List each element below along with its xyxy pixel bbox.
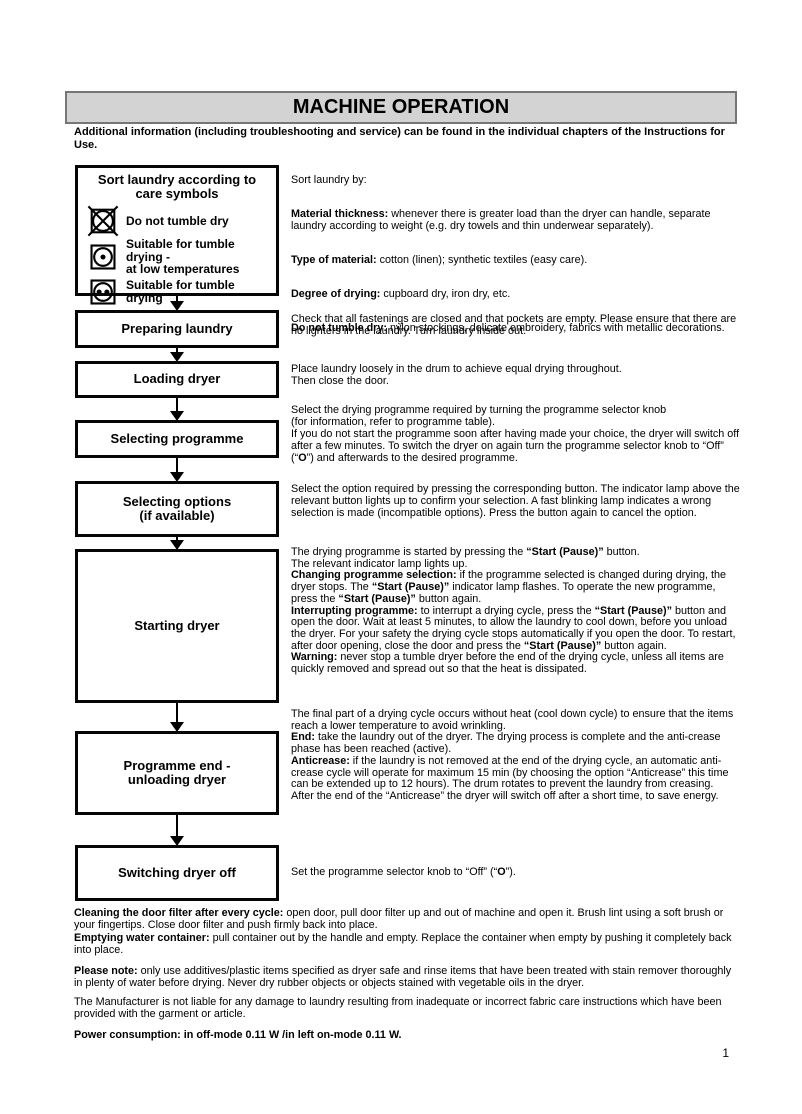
cleaning-and-emptying-note: Cleaning the door filter after every cyc… [74, 907, 732, 956]
flow-arrow [169, 537, 185, 550]
page-title-bar: MACHINE OPERATION [65, 91, 737, 124]
flow-box-label: Switching dryer off [118, 864, 236, 880]
flow-box-label: Loading dryer [133, 371, 221, 387]
switching-off-instructions: Set the programme selector knob to “Off”… [291, 866, 516, 878]
flow-box-starting-dryer: Starting dryer [75, 549, 279, 703]
paragraph: Sort laundry by: [291, 174, 367, 186]
flow-box-sort-laundry: Sort laundry according to care symbols D… [75, 165, 279, 305]
flow-box-preparing-laundry: Preparing laundry [75, 310, 279, 348]
page-title: MACHINE OPERATION [292, 96, 510, 118]
please-note: Please note: only use additives/plastic … [74, 965, 732, 990]
flow-box-loading-dryer: Loading dryer [75, 361, 279, 398]
care-symbol-row: Do not tumble dry [84, 205, 270, 237]
paragraph: Do not tumble dry: nylon stockings, deli… [291, 322, 725, 334]
care-symbol-label: Do not tumble dry [126, 213, 229, 228]
flow-box-selecting-options: Selecting options (if available) [75, 481, 279, 537]
flow-box-label: Selecting programme [110, 430, 244, 446]
flow-box-label: Preparing laundry [121, 320, 233, 336]
flow-box-switching-dryer-off: Switching dryer off [75, 845, 279, 901]
flow-arrow [169, 296, 185, 311]
flow-box-programme-end: Programme end - unloading dryer [75, 731, 279, 815]
flow-box-label: Starting dryer [134, 617, 220, 633]
sort-laundry-instructions: Sort laundry by: Material thickness: whe… [291, 162, 743, 356]
manufacturer-liability-note: The Manufacturer is not liable for any d… [74, 996, 722, 1021]
flow-arrow [169, 815, 185, 846]
flow-box-label: Selecting options (if available) [122, 493, 232, 523]
care-symbol-label: Suitable for tumble drying - at low temp… [126, 237, 240, 276]
power-consumption-note: Power consumption: in off-mode 0.11 W /i… [74, 1029, 402, 1041]
paragraph: Type of material: cotton (linen); synthe… [291, 254, 588, 266]
care-symbol-label: Suitable for tumble drying [126, 278, 235, 305]
flow-arrow [169, 458, 185, 482]
sort-box-title: Sort laundry according to care symbols [97, 172, 257, 201]
paragraph: Degree of drying: cupboard dry, iron dry… [291, 288, 511, 300]
page-number: 1 [722, 1046, 729, 1060]
paragraph: Material thickness: whenever there is gr… [291, 208, 711, 232]
flow-arrow [169, 348, 185, 362]
starting-dryer-instructions: The drying programme is started by press… [291, 546, 736, 676]
programme-end-instructions: The final part of a drying cycle occurs … [291, 708, 734, 802]
selecting-programme-instructions: Select the drying programme required by … [291, 404, 740, 464]
tumble-dry-low-temp-icon [90, 244, 116, 270]
flow-box-label: Programme end - unloading dryer [123, 757, 231, 787]
selecting-options-instructions: Select the option required by pressing t… [291, 483, 740, 519]
tumble-dry-icon [90, 278, 116, 305]
flow-arrow [169, 398, 185, 421]
intro-note: Additional information (including troubl… [74, 126, 725, 151]
do-not-tumble-dry-icon [87, 205, 119, 237]
care-symbol-row: Suitable for tumble drying - at low temp… [84, 238, 270, 276]
flow-box-selecting-programme: Selecting programme [75, 420, 279, 458]
flow-arrow [169, 703, 185, 732]
loading-dryer-instructions: Place laundry loosely in the drum to ach… [291, 363, 622, 387]
care-symbol-row: Suitable for tumble drying [84, 277, 270, 307]
preparing-laundry-instructions: Check that all fastenings are closed and… [291, 313, 737, 337]
